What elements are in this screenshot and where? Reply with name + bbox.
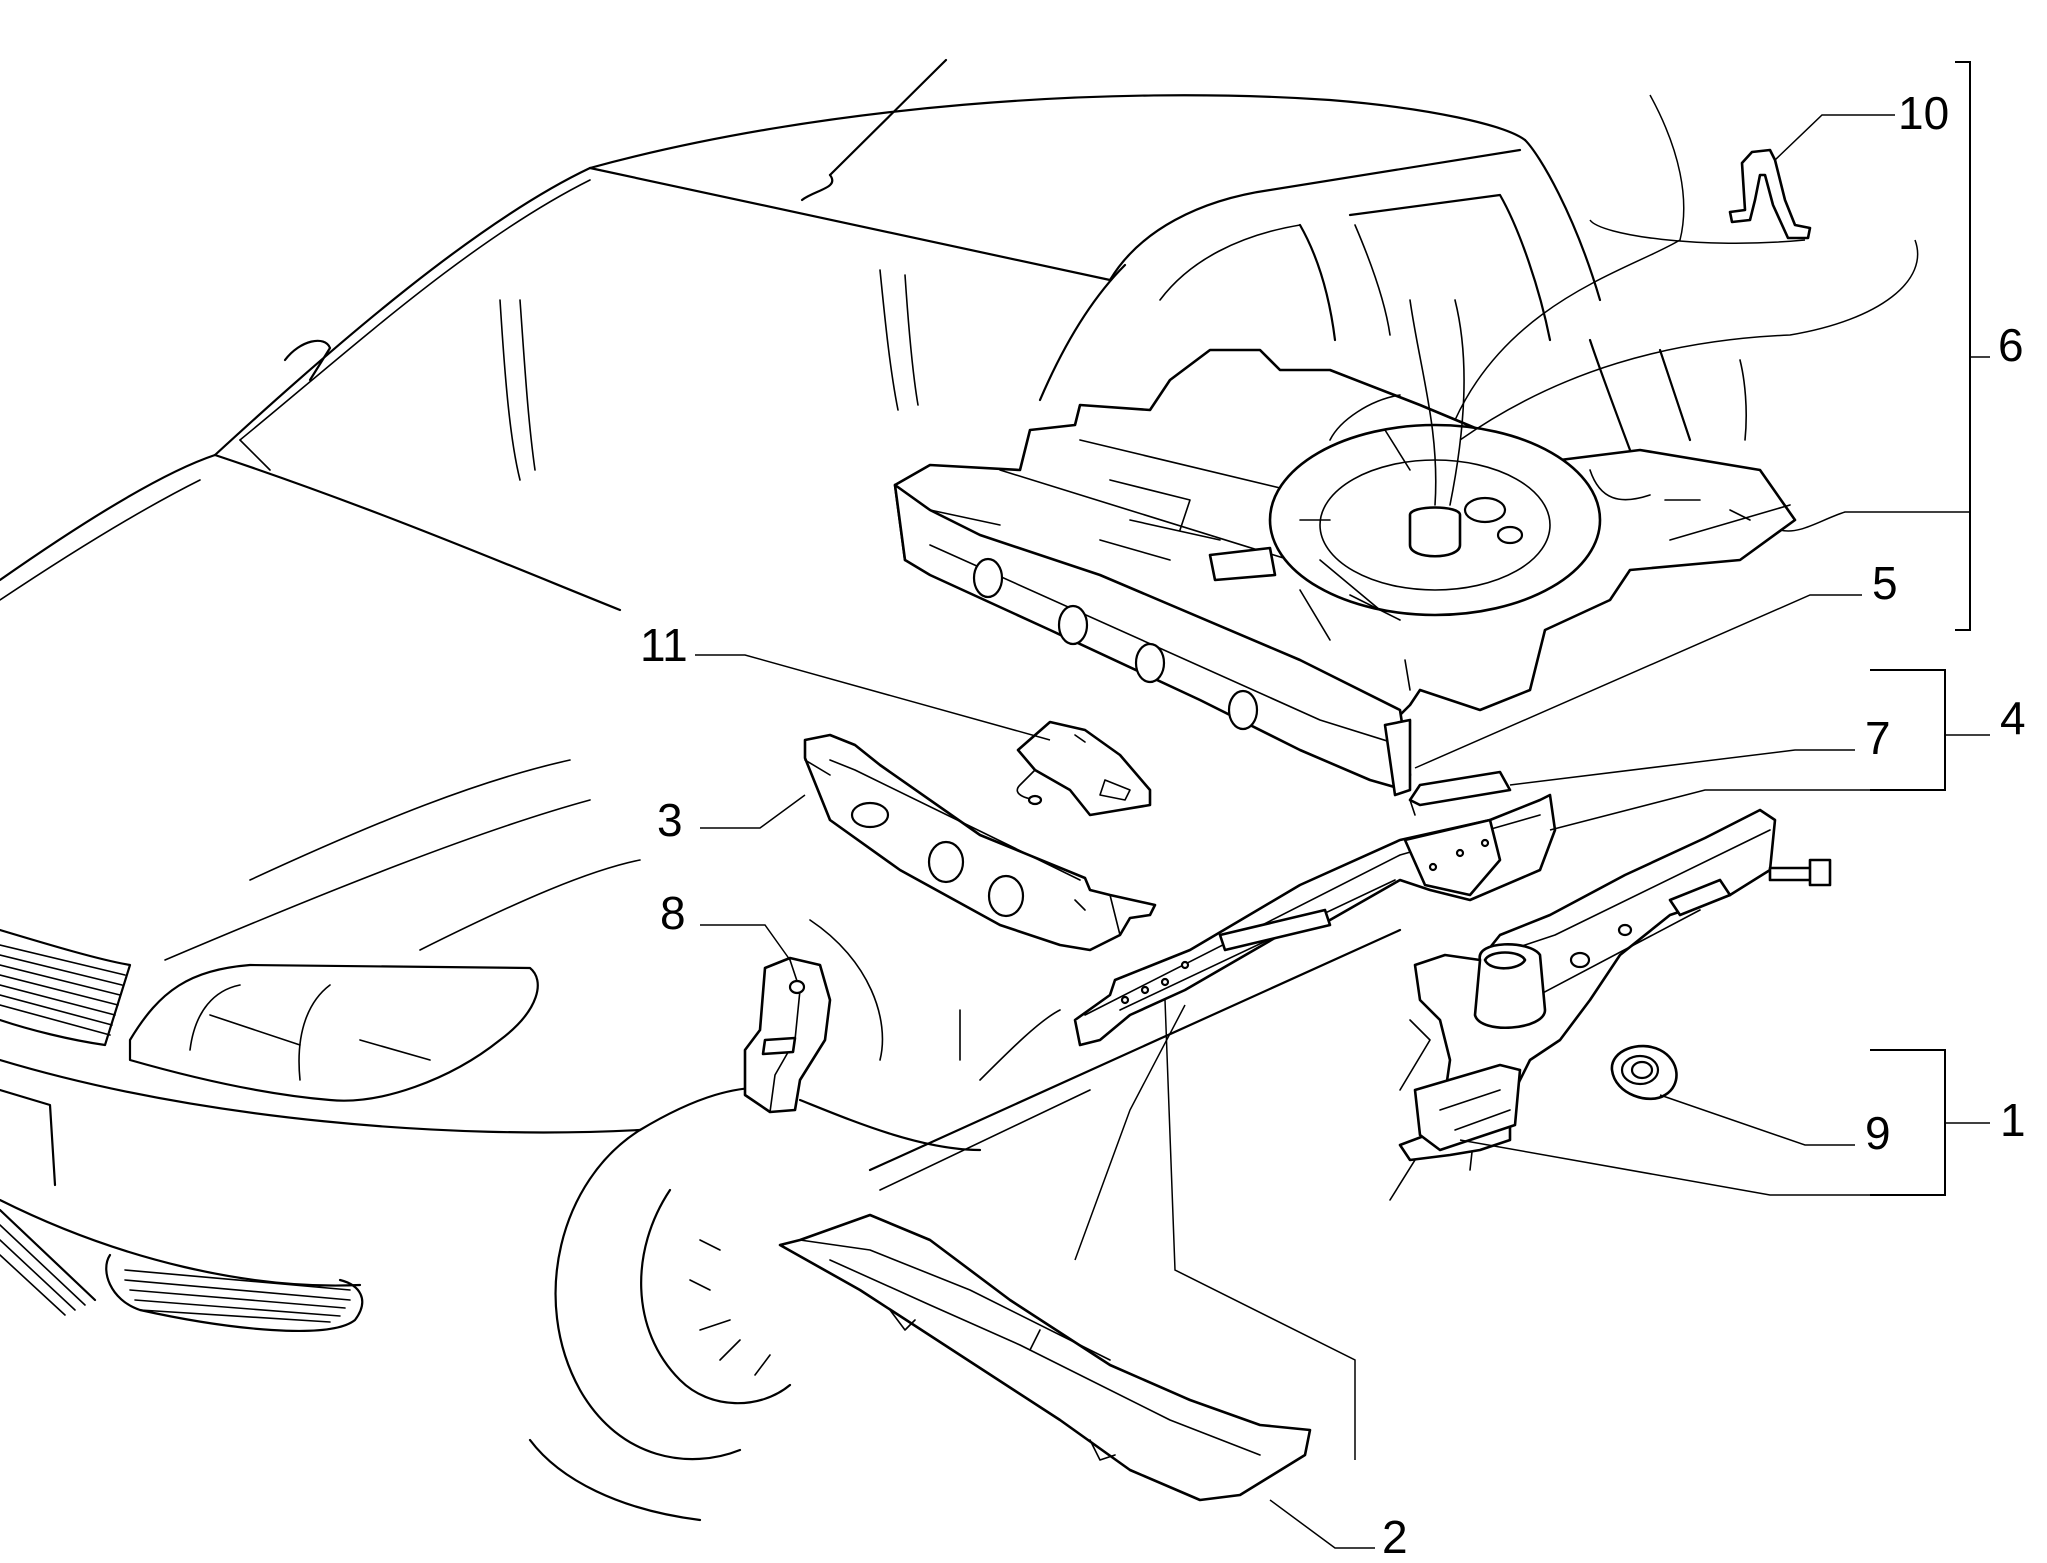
side-member-part-4 — [1073, 770, 1557, 1047]
callout-5: 5 — [1872, 557, 1898, 609]
callout-8: 8 — [660, 887, 686, 939]
callout-4: 4 — [2000, 692, 2026, 744]
cross-member-part-3 — [803, 733, 1157, 952]
bracket-part-11 — [1016, 720, 1152, 817]
callout-1: 1 — [2000, 1094, 2026, 1146]
suspension-mount-part-1 — [1398, 808, 1832, 1162]
car-body-outline — [0, 58, 1747, 1522]
callout-3: 3 — [657, 794, 683, 846]
nut-part-9 — [1610, 1044, 1678, 1101]
callout-9: 9 — [1865, 1107, 1891, 1159]
rear-floor-panel — [893, 299, 1797, 797]
callout-6: 6 — [1998, 319, 2024, 371]
bracket-part-8 — [743, 956, 832, 1114]
bracket-part-10 — [1728, 148, 1812, 240]
callout-10: 10 — [1898, 87, 1950, 139]
callout-11: 11 — [640, 619, 688, 671]
callout-2: 2 — [1382, 1511, 1408, 1563]
callout-7: 7 — [1865, 712, 1891, 764]
callout-leaders — [695, 61, 1990, 1549]
sill-panel-part-2 — [778, 1213, 1312, 1502]
